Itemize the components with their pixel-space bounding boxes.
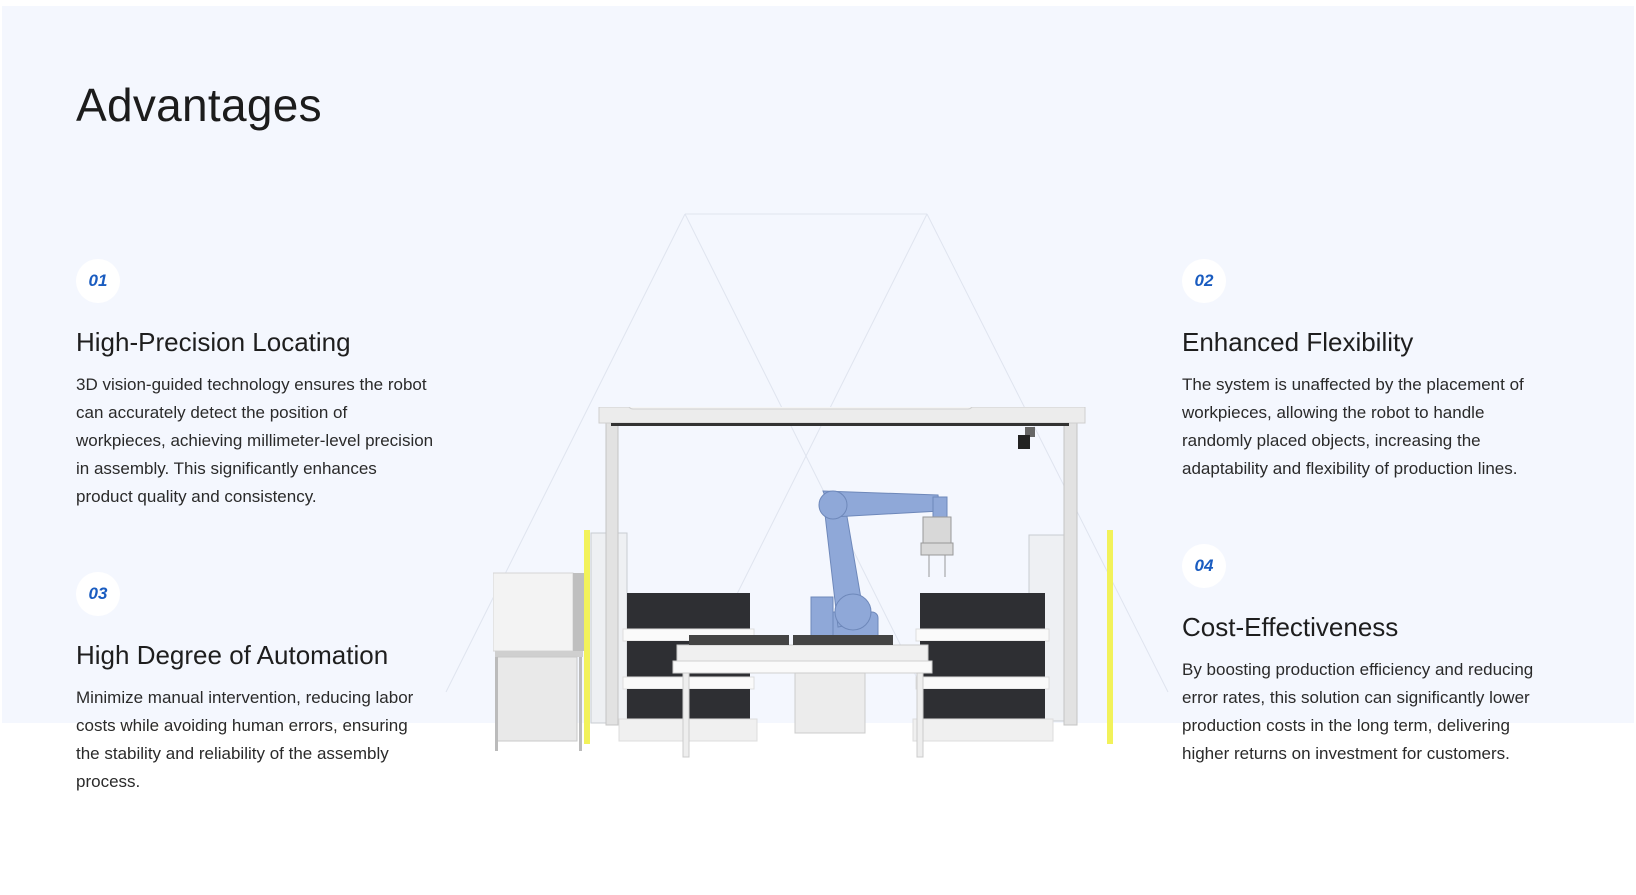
camera-icon — [1018, 435, 1030, 449]
robot-assembly-cell-illustration — [493, 407, 1113, 758]
advantage-card-3: 03 High Degree of Automation Minimize ma… — [76, 572, 436, 796]
advantage-heading: Enhanced Flexibility — [1182, 327, 1414, 357]
advantage-card-4: 04 Cost-Effectiveness By boosting produc… — [1182, 544, 1542, 768]
safety-post — [1107, 530, 1113, 744]
gripper — [920, 516, 954, 577]
advantage-description: Minimize manual intervention, reducing l… — [76, 688, 414, 791]
page-title: Advantages — [76, 79, 322, 131]
advantage-description: The system is unaffected by the placemen… — [1182, 375, 1524, 478]
number-badge: 04 — [1182, 544, 1226, 588]
advantage-card-1: 01 High-Precision Locating 3D vision-gui… — [76, 259, 436, 511]
gantry-frame — [598, 407, 1086, 726]
advantage-heading: High Degree of Automation — [76, 640, 389, 670]
number-badge: 01 — [76, 259, 120, 303]
parts-rack-right — [912, 593, 1054, 742]
conveyor-table — [672, 635, 933, 758]
advantage-description: By boosting production efficiency and re… — [1182, 660, 1534, 763]
safety-post — [584, 530, 590, 744]
advantage-heading: Cost-Effectiveness — [1182, 612, 1399, 642]
control-cabinet — [493, 572, 587, 751]
advantage-card-2: 02 Enhanced Flexibility The system is un… — [1182, 259, 1542, 483]
number-badge: 02 — [1182, 259, 1226, 303]
advantage-description: 3D vision-guided technology ensures the … — [76, 375, 434, 506]
number-badge: 03 — [76, 572, 120, 616]
advantage-heading: High-Precision Locating — [76, 327, 351, 357]
